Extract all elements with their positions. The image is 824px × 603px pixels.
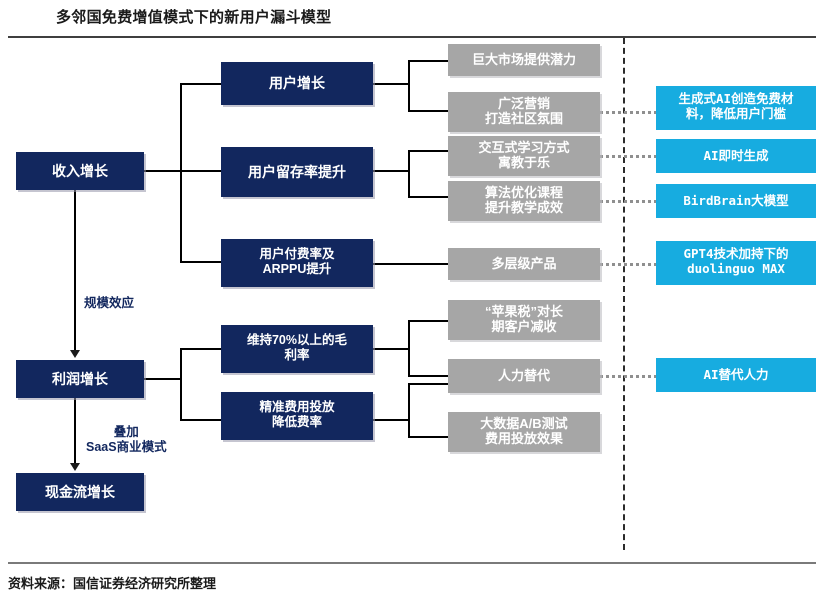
bracket-profit-stem xyxy=(144,378,182,380)
node-revenue-growth[interactable]: 收入增长 xyxy=(16,152,144,190)
bracket-revenue-spine xyxy=(180,83,182,263)
bracket-gross-margin-branch-2 xyxy=(408,375,450,377)
node-algorithm-optimized-courses-line2: 提升教学成效 xyxy=(484,200,563,216)
bracket-profit-spine xyxy=(180,348,182,421)
bracket-user-growth-branch-2 xyxy=(408,110,450,112)
bracket-retention-branch-2 xyxy=(408,196,450,198)
node-user-growth[interactable]: 用户增长 xyxy=(221,62,373,105)
node-huge-market-potential-label: 巨大市场提供潜力 xyxy=(471,52,576,68)
node-algorithm-optimized-courses[interactable]: 算法优化课程 提升教学成效 xyxy=(448,181,600,221)
dotted-connector-birdbrain xyxy=(600,200,657,203)
callout-genai-free-materials-line2: 料，降低用户门槛 xyxy=(685,105,786,121)
node-cashflow-growth[interactable]: 现金流增长 xyxy=(16,473,144,511)
node-broad-marketing-community-line1: 广泛营销 xyxy=(497,96,550,111)
edge-label-scale-effect-text: 规模效应 xyxy=(84,296,135,310)
node-gross-margin-line2: 利率 xyxy=(284,347,310,362)
callout-ai-replaces-labor-label: AI替代人力 xyxy=(703,366,769,382)
bracket-revenue-branch-3 xyxy=(180,261,222,263)
ai-section-dashed-divider xyxy=(623,38,625,550)
node-user-growth-label: 用户增长 xyxy=(269,75,325,92)
bracket-precision-spend-branch-1 xyxy=(408,383,450,385)
bracket-revenue-branch-1 xyxy=(180,83,222,85)
edge-arppu-to-multitier xyxy=(372,263,450,265)
node-paying-rate-arppu[interactable]: 用户付费率及 ARPPU提升 xyxy=(221,239,373,287)
edge-label-saas-overlay: 叠加 SaaS商业模式 xyxy=(86,425,167,455)
node-algorithm-optimized-courses-line1: 算法优化课程 xyxy=(484,185,563,200)
edge-profit-to-cashflow xyxy=(74,398,76,464)
bracket-user-growth-spine xyxy=(408,60,410,112)
bracket-precision-spend-spine xyxy=(408,383,410,438)
edge-label-scale-effect: 规模效应 xyxy=(84,296,134,312)
node-interactive-learning[interactable]: 交互式学习方式 寓教于乐 xyxy=(448,136,600,176)
node-bigdata-ab-testing[interactable]: 大数据A/B测试 费用投放效果 xyxy=(448,412,600,452)
bottom-divider-rule xyxy=(8,562,816,564)
bracket-profit-branch-2 xyxy=(180,419,222,421)
callout-birdbrain-model[interactable]: BirdBrain大模型 xyxy=(656,184,816,218)
node-labor-substitution-label: 人力替代 xyxy=(497,368,550,384)
dotted-connector-gpt4-max xyxy=(600,263,657,266)
source-note: 资料来源：国信证券经济研究所整理 xyxy=(8,576,217,591)
callout-ai-realtime-generation-label: AI即时生成 xyxy=(703,147,769,163)
callout-genai-free-materials[interactable]: 生成式AI创造免费材 料，降低用户门槛 xyxy=(656,86,816,130)
node-labor-substitution[interactable]: 人力替代 xyxy=(448,359,600,393)
bracket-gross-margin-stem xyxy=(372,348,410,350)
node-precision-spend-line2: 降低费率 xyxy=(271,414,322,429)
node-bigdata-ab-testing-line2: 费用投放效果 xyxy=(484,431,563,447)
bracket-gross-margin-spine xyxy=(408,320,410,377)
bracket-revenue-stem xyxy=(144,170,182,172)
bracket-retention-branch-1 xyxy=(408,150,450,152)
bracket-retention-stem xyxy=(372,170,410,172)
node-multi-tier-products-label: 多层级产品 xyxy=(491,256,557,272)
node-profit-growth[interactable]: 利润增长 xyxy=(16,360,144,398)
callout-gpt4-duolingo-max-line2: duolinguo MAX xyxy=(687,260,785,276)
node-cashflow-growth-label: 现金流增长 xyxy=(45,483,115,500)
node-apple-tax-revenue-cut[interactable]: “苹果税”对长 期客户减收 xyxy=(448,300,600,340)
dotted-connector-ai-labor xyxy=(600,375,657,378)
dotted-connector-genai-materials xyxy=(600,111,657,114)
node-gross-margin[interactable]: 维持70%以上的毛 利率 xyxy=(221,325,373,373)
node-revenue-growth-label: 收入增长 xyxy=(52,162,108,179)
page-title: 多邻国免费增值模式下的新用户漏斗模型 xyxy=(56,9,332,26)
top-divider-rule xyxy=(8,36,816,38)
callout-birdbrain-model-label: BirdBrain大模型 xyxy=(683,192,789,208)
node-user-retention[interactable]: 用户留存率提升 xyxy=(221,147,373,197)
callout-gpt4-duolingo-max-line1: GPT4技术加持下的 xyxy=(683,246,789,261)
bracket-user-growth-branch-1 xyxy=(408,60,450,62)
node-interactive-learning-line2: 寓教于乐 xyxy=(497,155,550,171)
node-user-retention-label: 用户留存率提升 xyxy=(248,163,346,180)
bracket-retention-spine xyxy=(408,150,410,198)
callout-ai-realtime-generation[interactable]: AI即时生成 xyxy=(656,139,816,173)
bracket-revenue-branch-2 xyxy=(180,170,222,172)
node-broad-marketing-community-line2: 打造社区氛围 xyxy=(484,111,563,127)
node-multi-tier-products[interactable]: 多层级产品 xyxy=(448,248,600,280)
dotted-connector-ai-realtime xyxy=(600,155,657,158)
bracket-precision-spend-stem xyxy=(372,419,410,421)
edge-profit-to-cashflow-arrowhead xyxy=(70,463,80,471)
callout-gpt4-duolingo-max[interactable]: GPT4技术加持下的 duolinguo MAX xyxy=(656,241,816,285)
node-apple-tax-revenue-cut-line2: 期客户减收 xyxy=(491,319,557,335)
node-paying-rate-arppu-line1: 用户付费率及 xyxy=(259,247,335,261)
node-huge-market-potential[interactable]: 巨大市场提供潜力 xyxy=(448,44,600,76)
node-apple-tax-revenue-cut-line1: “苹果税”对长 xyxy=(484,304,563,319)
edge-revenue-to-profit xyxy=(74,190,76,350)
bracket-user-growth-stem xyxy=(372,83,410,85)
node-broad-marketing-community[interactable]: 广泛营销 打造社区氛围 xyxy=(448,92,600,132)
node-gross-margin-line1: 维持70%以上的毛 xyxy=(246,333,348,347)
bracket-profit-branch-1 xyxy=(180,348,222,350)
edge-revenue-to-profit-arrowhead xyxy=(70,350,80,358)
node-profit-growth-label: 利润增长 xyxy=(52,370,108,387)
callout-genai-free-materials-line1: 生成式AI创造免费材 xyxy=(678,91,794,106)
node-precision-spend-line1: 精准费用投放 xyxy=(259,400,335,414)
callout-ai-replaces-labor[interactable]: AI替代人力 xyxy=(656,358,816,392)
edge-label-saas-line1: 叠加 xyxy=(113,425,139,439)
node-paying-rate-arppu-line2: ARPPU提升 xyxy=(262,261,332,276)
bracket-precision-spend-branch-2 xyxy=(408,436,450,438)
node-interactive-learning-line1: 交互式学习方式 xyxy=(478,140,570,155)
edge-label-saas-line2: SaaS商业模式 xyxy=(86,440,167,454)
node-precision-spend[interactable]: 精准费用投放 降低费率 xyxy=(221,392,373,440)
node-bigdata-ab-testing-line1: 大数据A/B测试 xyxy=(480,416,568,431)
bracket-gross-margin-branch-1 xyxy=(408,320,450,322)
